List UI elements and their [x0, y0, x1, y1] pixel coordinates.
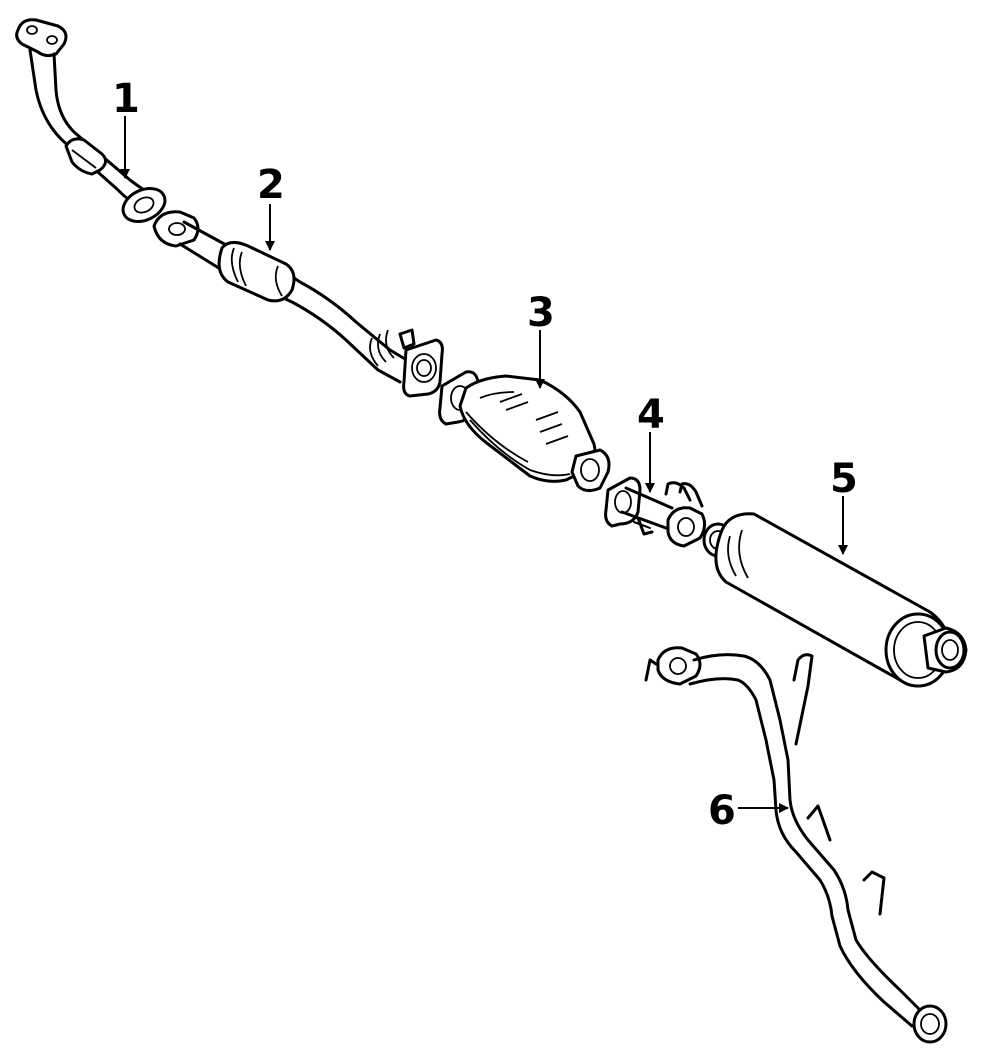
- connector-pipe-icon: [604, 476, 707, 548]
- callout-leaders: [120, 116, 848, 813]
- callout-3: 3: [527, 290, 555, 336]
- part-3-catalytic-converter[interactable]: [438, 370, 611, 493]
- callout-2: 2: [257, 162, 285, 208]
- exhaust-intermediate-pipe-icon: [152, 210, 444, 398]
- part-1-front-pipe[interactable]: [15, 18, 171, 228]
- part-5-muffler[interactable]: [702, 512, 968, 688]
- part-2-intermediate-pipe[interactable]: [152, 210, 444, 398]
- catalytic-converter-icon: [438, 370, 611, 493]
- callout-6: 6: [708, 788, 736, 834]
- exhaust-front-pipe-icon: [15, 18, 167, 223]
- callout-1: 1: [112, 76, 140, 122]
- tailpipe-icon: [644, 646, 948, 1044]
- callout-labels: 1 2 3 4 5 6: [112, 76, 858, 834]
- part-6-tailpipe[interactable]: [644, 646, 948, 1044]
- callout-5: 5: [830, 456, 858, 502]
- muffler-icon: [702, 512, 968, 688]
- part-4-connector-pipe[interactable]: [604, 476, 707, 548]
- callout-4: 4: [637, 392, 665, 438]
